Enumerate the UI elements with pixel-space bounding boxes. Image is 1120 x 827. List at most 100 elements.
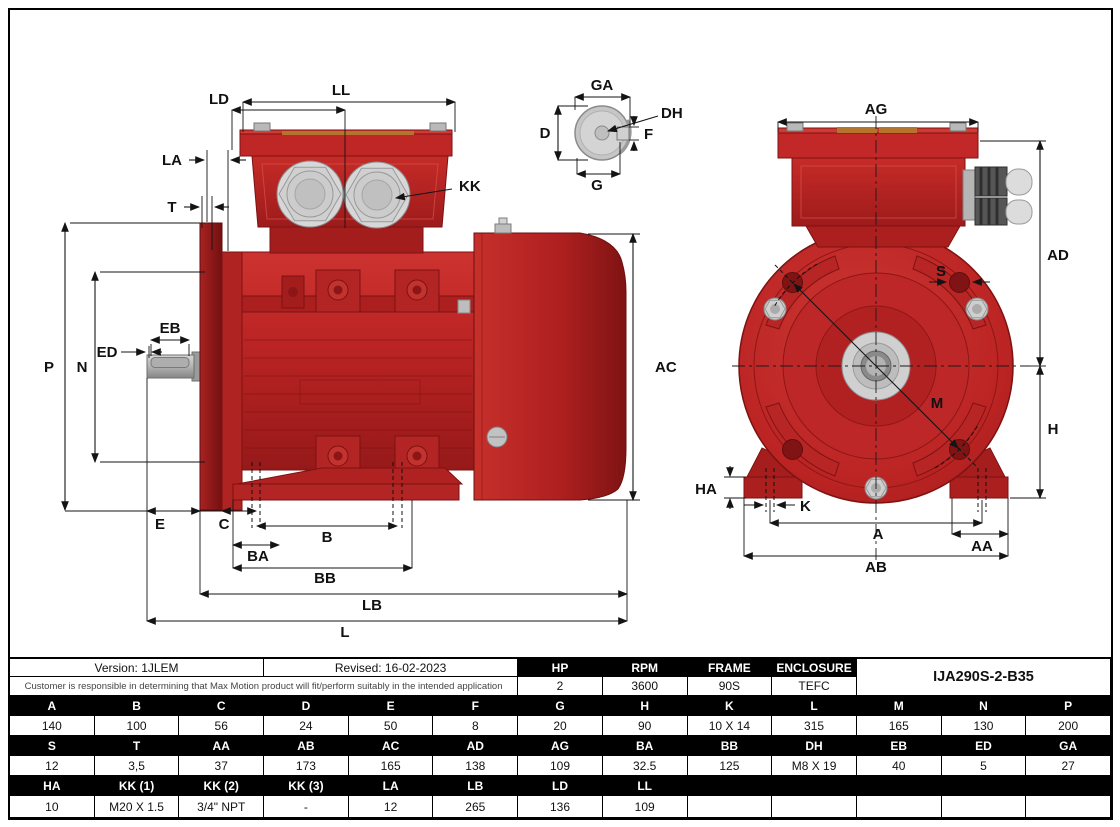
dim-header-cell: B xyxy=(94,696,179,715)
dim-header-cell: AG xyxy=(518,736,602,755)
dim-header-cell: AA xyxy=(179,736,264,755)
dim-value-cell: 200 xyxy=(1026,716,1110,735)
enclosure-header: ENCLOSURE xyxy=(772,659,856,676)
dim-value-cell xyxy=(772,796,856,817)
dim-value-cell: 10 X 14 xyxy=(687,716,772,735)
dim-value-cell: 12 xyxy=(348,796,433,817)
terminal-box-lid xyxy=(239,133,453,157)
dim-value-cell xyxy=(941,796,1026,817)
dim-header-cell: F xyxy=(433,696,518,715)
lid-screw xyxy=(949,122,967,132)
dim-header-cell: BB xyxy=(687,736,772,755)
center-tap-hole xyxy=(594,125,610,141)
dim-value-cell: 8 xyxy=(433,716,518,735)
lid-screw xyxy=(429,122,447,132)
dim-value-cell: 56 xyxy=(179,716,264,735)
rpm-header: RPM xyxy=(602,659,687,676)
dim-label-eb: EB xyxy=(160,320,181,337)
dim-header-cell xyxy=(856,776,941,795)
dim-value-cell xyxy=(1026,796,1110,817)
dim-label-k: K xyxy=(800,498,811,515)
lid-screw xyxy=(786,122,804,132)
dim-header-cell: G xyxy=(518,696,602,715)
dim-value-cell: 165 xyxy=(348,756,433,775)
dim-label-h: H xyxy=(1048,421,1059,438)
keyway-detail xyxy=(616,126,630,141)
dim-header-cell: AC xyxy=(348,736,433,755)
rpm-value: 3600 xyxy=(602,677,687,695)
dim-header-cell: KK (3) xyxy=(264,776,348,795)
dim-header-cell: D xyxy=(264,696,348,715)
dim-value-cell: 136 xyxy=(518,796,602,817)
dim-value-cell: 125 xyxy=(687,756,772,775)
dim-label-ad: AD xyxy=(1047,247,1069,264)
dim-value-cell: 27 xyxy=(1026,756,1110,775)
dim-label-d: D xyxy=(540,125,551,142)
hp-value: 2 xyxy=(518,677,602,695)
dim-label-c: C xyxy=(219,516,230,533)
dim-header-cell: S xyxy=(10,736,94,755)
dim-value-cell: 109 xyxy=(602,796,687,817)
dim-header-cell: GA xyxy=(1026,736,1110,755)
model-number: IJA290S-2-B35 xyxy=(856,659,1110,695)
front-foot-left xyxy=(743,476,803,499)
dim-header-cell: L xyxy=(772,696,856,715)
dim-value-cell: 315 xyxy=(772,716,856,735)
dim-value-cell: 5 xyxy=(941,756,1026,775)
dim-value-cell: 138 xyxy=(433,756,518,775)
dim-header-cell: E xyxy=(348,696,433,715)
dim-label-dh: DH xyxy=(661,105,683,122)
dim-header-cell xyxy=(1026,776,1110,795)
dim-value-cell: 50 xyxy=(348,716,433,735)
dim-value-cell: 140 xyxy=(10,716,94,735)
cable-gland-left xyxy=(276,160,344,228)
dim-header-cell: KK (1) xyxy=(94,776,179,795)
top-lugs xyxy=(281,269,440,313)
dim-value-cell: 32.5 xyxy=(602,756,687,775)
dim-value-cell: 12 xyxy=(10,756,94,775)
dim-value-cell: 173 xyxy=(264,756,348,775)
dim-header-cell: AB xyxy=(264,736,348,755)
dim-header-cell: BA xyxy=(602,736,687,755)
dim-header-cell: T xyxy=(94,736,179,755)
lifting-pin xyxy=(457,299,471,314)
dim-value-cell: 109 xyxy=(518,756,602,775)
dim-value-cell xyxy=(687,796,772,817)
dim-label-aa: AA xyxy=(971,538,993,555)
dim-value-cell: 3/4" NPT xyxy=(179,796,264,817)
front-view-dimensions: AG AD H M S HA K A AA AB xyxy=(695,101,1069,576)
assembly-bolts xyxy=(763,297,989,500)
revised-cell: Revised: 16-02-2023 xyxy=(264,659,518,676)
dim-header-cell: EB xyxy=(856,736,941,755)
nameplate xyxy=(299,379,421,405)
dim-header-cell xyxy=(772,776,856,795)
flange xyxy=(199,222,223,511)
dim-label-ac: AC xyxy=(655,359,677,376)
disclaimer: Customer is responsible in determining t… xyxy=(10,677,518,695)
dim-header-cell: AD xyxy=(433,736,518,755)
dimension-table: Version: 1JLEM Revised: 16-02-2023 HP RP… xyxy=(8,657,1112,819)
foot xyxy=(232,483,460,501)
side-cable-glands xyxy=(962,166,1033,226)
dim-label-ga: GA xyxy=(591,77,614,94)
dim-header-cell: LL xyxy=(602,776,687,795)
dim-value-cell: 165 xyxy=(856,716,941,735)
dim-header-cell: LB xyxy=(433,776,518,795)
dim-label-a: A xyxy=(873,526,884,543)
dim-label-bb: BB xyxy=(314,570,336,587)
terminal-box-front-body xyxy=(791,157,966,227)
dim-header-cell: KK (2) xyxy=(179,776,264,795)
dim-label-kk: KK xyxy=(459,178,481,195)
dim-value-cell: 10 xyxy=(10,796,94,817)
dim-label-f: F xyxy=(644,126,653,143)
dim-label-n: N xyxy=(77,359,88,376)
dim-label-l: L xyxy=(340,624,349,641)
dim-label-b: B xyxy=(322,529,333,546)
side-view xyxy=(146,122,627,528)
terminal-box-front xyxy=(777,122,1033,248)
dim-label-s: S xyxy=(936,263,946,280)
shaft-keyway xyxy=(150,357,190,368)
dim-label-lb: LB xyxy=(362,597,382,614)
dim-value-cell: 90 xyxy=(602,716,687,735)
